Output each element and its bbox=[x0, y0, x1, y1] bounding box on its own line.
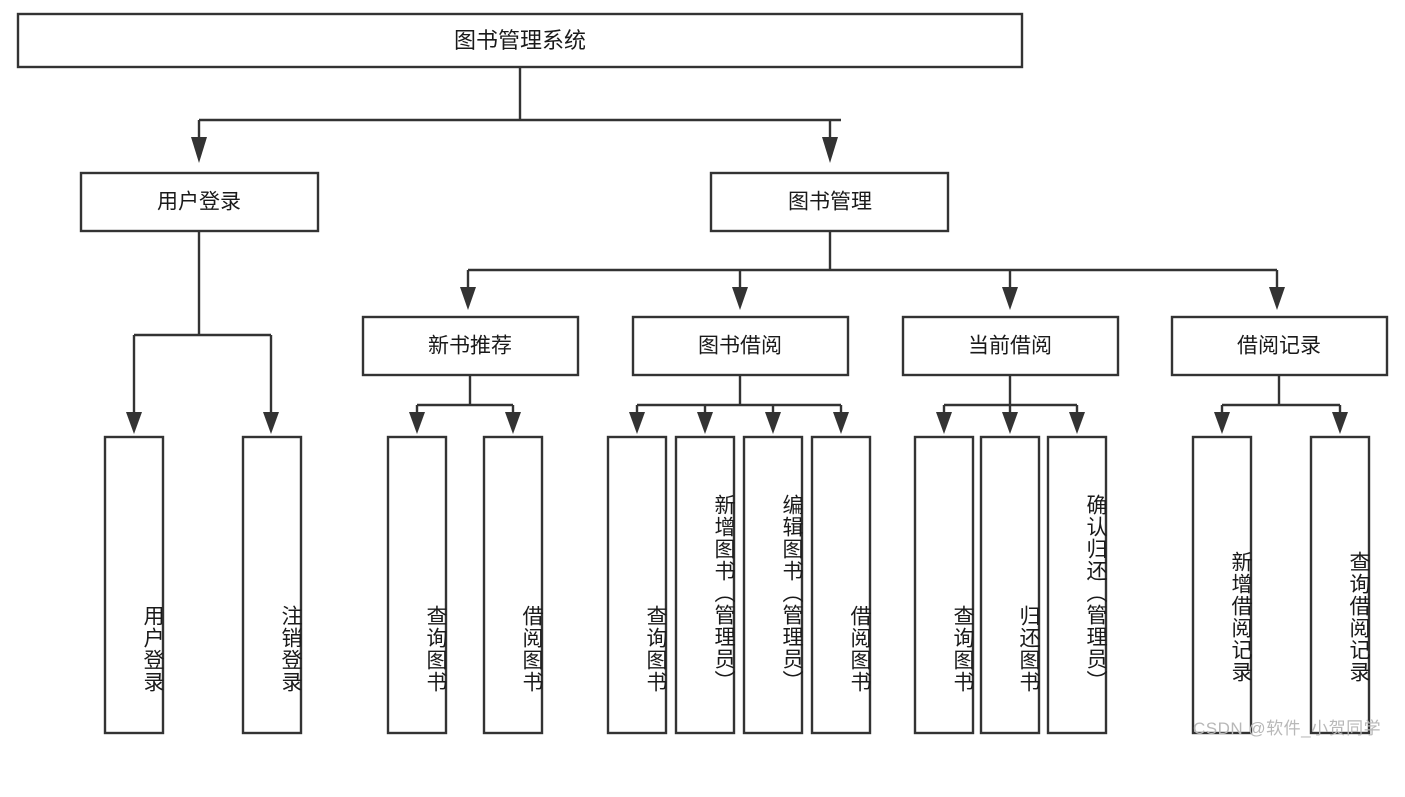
csdn-watermark: CSDN @软件_小贺同学 bbox=[1193, 719, 1382, 738]
connector-currentborrow-to-leaves bbox=[936, 375, 1085, 434]
node-book-management[interactable]: 图书管理 bbox=[709, 171, 950, 233]
leaf-boxes bbox=[103, 435, 1371, 735]
connector-bookmgmt-to-level3 bbox=[460, 231, 1285, 310]
arrow-head-borrow-record bbox=[1269, 287, 1285, 310]
arrow-head-current-borrow bbox=[1002, 287, 1018, 310]
leaf-box-bb-add-book[interactable] bbox=[674, 435, 736, 735]
leaf-box-br-query-record[interactable] bbox=[1309, 435, 1371, 735]
node-user-login[interactable]: 用户登录 bbox=[79, 171, 320, 233]
leaf-box-cb-confirm-return[interactable] bbox=[1046, 435, 1108, 735]
connector-root-to-level2 bbox=[191, 67, 841, 163]
leaf-box-cb-query-book[interactable] bbox=[913, 435, 975, 735]
node-user-login-label: 用户登录 bbox=[157, 191, 241, 214]
leaf-box-bb-edit-book[interactable] bbox=[742, 435, 804, 735]
diagram-root: 图书管理系统 用户登录 图书管理 bbox=[16, 12, 1389, 738]
connector-newbook-to-leaves bbox=[409, 375, 521, 434]
arrow-head-leaf-cb-query bbox=[936, 412, 952, 434]
leaf-box-bb-query-book[interactable] bbox=[606, 435, 668, 735]
node-borrow-record-label: 借阅记录 bbox=[1237, 335, 1321, 358]
node-root[interactable]: 图书管理系统 bbox=[16, 12, 1024, 69]
arrow-head-new-book-rec bbox=[460, 287, 476, 310]
leaf-box-nb-query-book[interactable] bbox=[386, 435, 448, 735]
node-borrow-record-box bbox=[1170, 315, 1389, 377]
connector-userlogin-to-leaves bbox=[126, 231, 279, 434]
arrow-head-leaf-cb-confirm bbox=[1069, 412, 1085, 434]
arrow-head-book-manage bbox=[822, 137, 838, 163]
leaf-box-logout[interactable] bbox=[241, 435, 303, 735]
arrow-head-user-login bbox=[191, 137, 207, 163]
node-book-borrow[interactable]: 图书借阅 bbox=[631, 315, 850, 377]
node-book-borrow-box bbox=[631, 315, 850, 377]
node-current-borrow[interactable]: 当前借阅 bbox=[901, 315, 1120, 377]
node-current-borrow-box bbox=[901, 315, 1120, 377]
node-current-borrow-label: 当前借阅 bbox=[968, 335, 1052, 358]
node-book-borrow-label: 图书借阅 bbox=[698, 335, 782, 358]
leaf-box-br-add-record[interactable] bbox=[1191, 435, 1253, 735]
leaf-box-bb-borrow-book[interactable] bbox=[810, 435, 872, 735]
arrow-head-leaf-nb-borrow bbox=[505, 412, 521, 434]
leaf-box-cb-return-book[interactable] bbox=[979, 435, 1041, 735]
arrow-head-leaf-logout bbox=[263, 412, 279, 434]
node-root-label: 图书管理系统 bbox=[454, 28, 586, 53]
arrow-head-leaf-br-add bbox=[1214, 412, 1230, 434]
node-new-book-recommend-box bbox=[361, 315, 580, 377]
node-borrow-record[interactable]: 借阅记录 bbox=[1170, 315, 1389, 377]
connector-bookborrow-to-leaves bbox=[629, 375, 849, 434]
leaf-box-user-login[interactable] bbox=[103, 435, 165, 735]
diagram-canvas: 图书管理系统 用户登录 图书管理 bbox=[16, 12, 1389, 735]
node-new-book-recommend-label: 新书推荐 bbox=[428, 335, 512, 358]
arrow-head-leaf-user-login bbox=[126, 412, 142, 434]
arrow-head-leaf-bb-query bbox=[629, 412, 645, 434]
arrow-head-book-borrow bbox=[732, 287, 748, 310]
arrow-head-leaf-br-query bbox=[1332, 412, 1348, 434]
arrow-head-leaf-bb-add bbox=[697, 412, 713, 434]
arrow-head-leaf-cb-return bbox=[1002, 412, 1018, 434]
arrow-head-leaf-bb-borrow bbox=[833, 412, 849, 434]
connector-borrowrecord-to-leaves bbox=[1214, 375, 1348, 434]
arrow-head-leaf-nb-query bbox=[409, 412, 425, 434]
node-book-management-box bbox=[709, 171, 950, 233]
leaf-box-nb-borrow-book[interactable] bbox=[482, 435, 544, 735]
node-new-book-recommend[interactable]: 新书推荐 bbox=[361, 315, 580, 377]
node-root-box bbox=[16, 12, 1024, 69]
node-book-management-label: 图书管理 bbox=[788, 191, 872, 214]
arrow-head-leaf-bb-edit bbox=[765, 412, 781, 434]
